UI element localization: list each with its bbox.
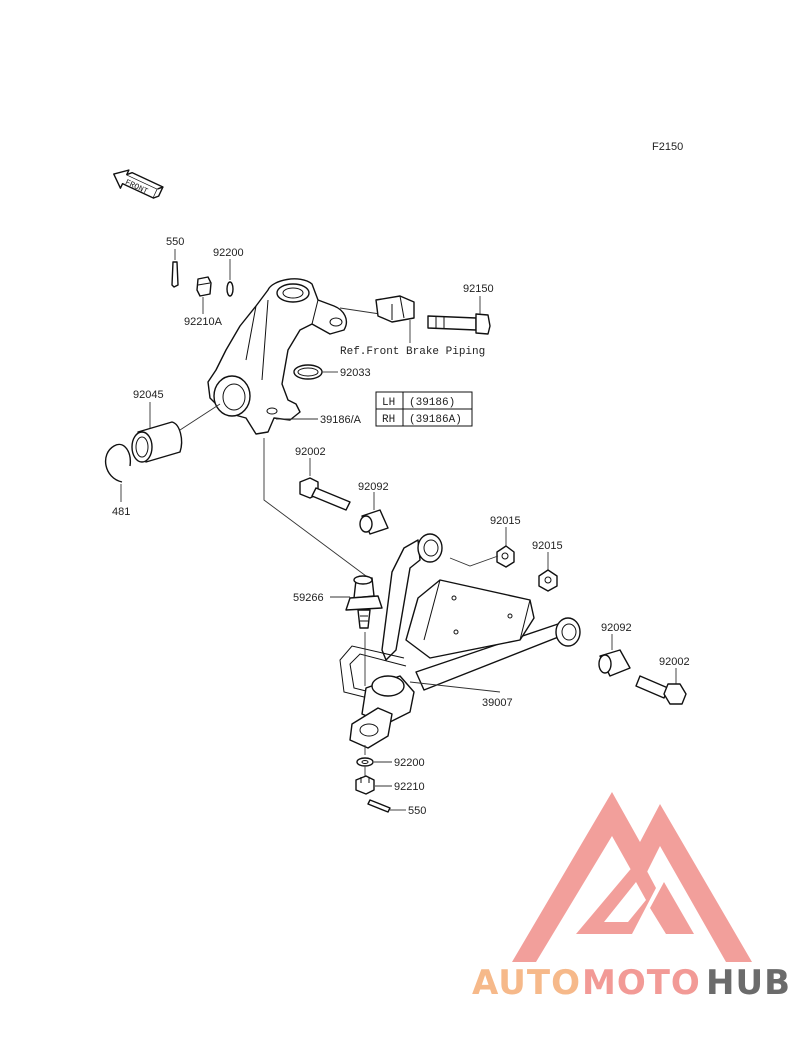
label-92200-top: 92200 bbox=[213, 247, 244, 259]
collar-92092-right bbox=[598, 649, 631, 677]
bolt-92002-right bbox=[635, 675, 687, 705]
label-92092-top: 92092 bbox=[358, 481, 389, 493]
label-92045: 92045 bbox=[133, 389, 164, 401]
watermark-text: AUTO MOTO HUB bbox=[472, 963, 791, 1003]
cotter-pin-550-bottom bbox=[367, 799, 391, 813]
label-92002-top: 92002 bbox=[295, 446, 326, 458]
castle-nut-92210 bbox=[355, 775, 375, 795]
bearing-92045 bbox=[131, 421, 183, 463]
label-92200-bottom: 92200 bbox=[394, 757, 425, 769]
label-92015-b: 92015 bbox=[532, 540, 563, 552]
label-92015-a: 92015 bbox=[490, 515, 521, 527]
table-side-rh: RH bbox=[382, 414, 395, 426]
collar-92092-top bbox=[359, 509, 389, 535]
washer-92200-top bbox=[226, 281, 234, 297]
bolt-92002-top bbox=[299, 477, 351, 511]
circlip-481 bbox=[104, 443, 131, 483]
ball-joint-59266 bbox=[345, 575, 383, 629]
label-481: 481 bbox=[112, 506, 130, 518]
label-92002-right: 92002 bbox=[659, 656, 690, 668]
label-550-bottom: 550 bbox=[408, 805, 426, 817]
label-92150: 92150 bbox=[463, 283, 494, 295]
a-arm-39007 bbox=[339, 533, 581, 749]
watermark-moto: MOTO bbox=[582, 963, 701, 1003]
label-ref-brake-piping: Ref.Front Brake Piping bbox=[340, 346, 485, 358]
table-part-rh: (39186A) bbox=[409, 414, 462, 426]
bolt-92150 bbox=[427, 313, 491, 335]
label-59266: 59266 bbox=[293, 592, 324, 604]
label-92033: 92033 bbox=[340, 367, 371, 379]
label-550-top: 550 bbox=[166, 236, 184, 248]
label-92092-right: 92092 bbox=[601, 622, 632, 634]
watermark-hub: HUB bbox=[706, 963, 791, 1003]
watermark-auto: AUTO bbox=[472, 963, 581, 1003]
washer-92200-bottom bbox=[356, 757, 374, 767]
steering-knuckle bbox=[207, 278, 348, 435]
label-92210a: 92210A bbox=[184, 316, 223, 328]
label-39007: 39007 bbox=[482, 697, 513, 709]
label-39186: 39186/A bbox=[320, 414, 362, 426]
brake-line-clip bbox=[375, 295, 415, 323]
nut-92015-a bbox=[496, 545, 515, 568]
front-arrow-icon: FRONT bbox=[113, 169, 164, 199]
nut-92210a bbox=[196, 276, 212, 297]
diagram-code: F2150 bbox=[652, 141, 683, 153]
watermark-logo bbox=[512, 792, 752, 962]
side-table: LH (39186) RH (39186A) bbox=[375, 391, 473, 427]
table-side-lh: LH bbox=[382, 397, 395, 409]
nut-92015-b bbox=[538, 569, 558, 592]
table-part-lh: (39186) bbox=[409, 397, 455, 409]
label-92210: 92210 bbox=[394, 781, 425, 793]
cotter-pin-550-top bbox=[171, 249, 179, 288]
